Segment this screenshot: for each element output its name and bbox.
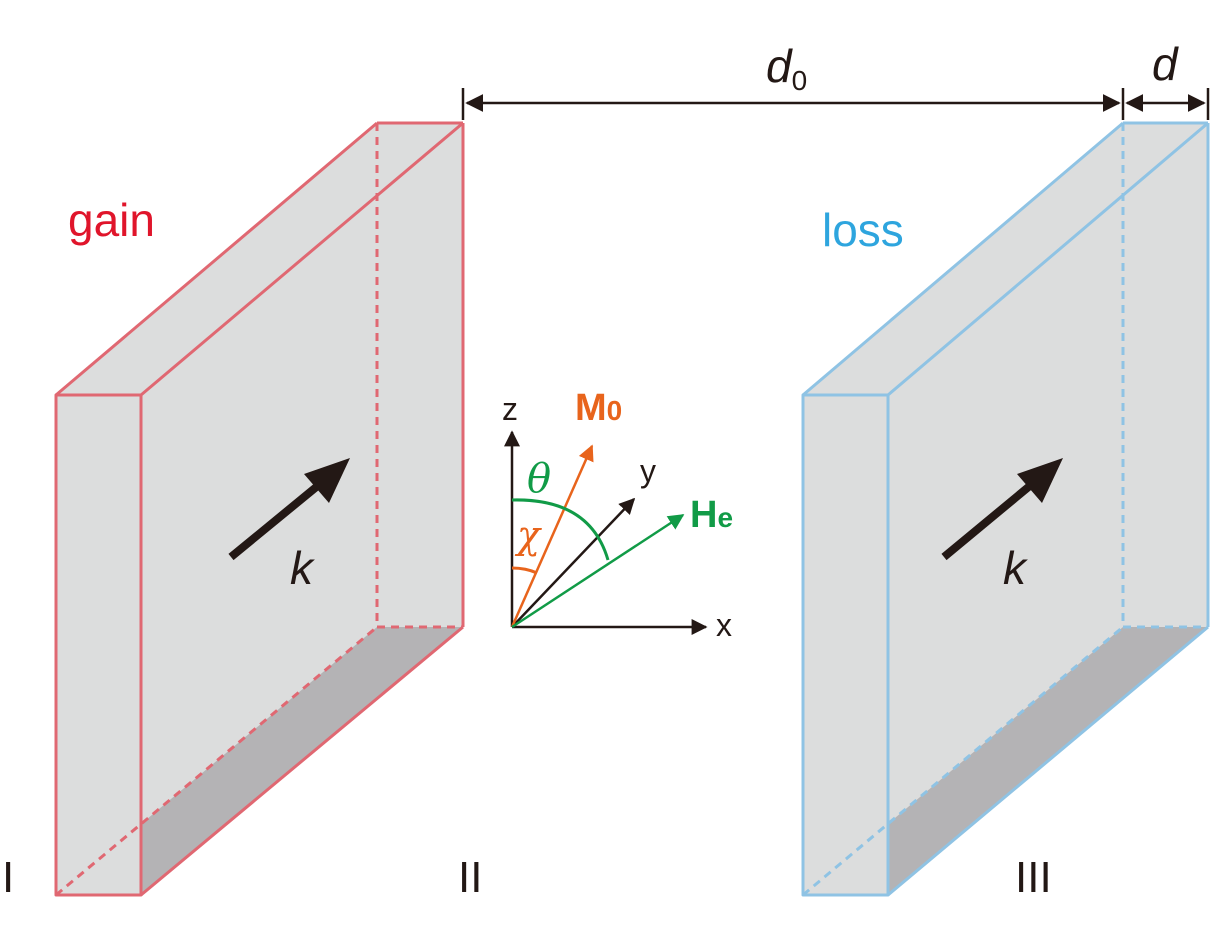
loss-slab-front-face (803, 395, 888, 895)
k-label-left: k (290, 542, 315, 594)
region-3-label: III (1015, 853, 1052, 902)
loss-label: loss (822, 204, 904, 256)
theta-label: θ (527, 456, 551, 502)
y-axis-label: y (640, 453, 656, 489)
k-arrow-right-head (1017, 458, 1063, 503)
region-1-label: I (2, 853, 14, 902)
x-axis-label: x (716, 607, 732, 643)
loss-slab (801, 121, 1210, 897)
z-axis-label: z (502, 391, 518, 427)
gain-slab-top-face (56, 123, 463, 395)
region-2-label: II (458, 853, 482, 902)
y-axis (511, 497, 636, 628)
chi-label: χ (514, 513, 542, 557)
d0-label: d0 (766, 40, 807, 96)
m0-label: M0 (575, 387, 622, 429)
gain-slab-side-face (141, 123, 463, 895)
loss-slab-side-face (888, 123, 1208, 895)
theta-arc (511, 498, 610, 561)
he-vector (511, 513, 685, 629)
d0-dimension (461, 88, 1210, 120)
gain-slab (54, 121, 465, 897)
he-label: He (690, 494, 733, 536)
gain-slab-bottom-face (56, 627, 463, 895)
loss-slab-bottom-face (803, 627, 1208, 895)
gain-label: gain (68, 194, 155, 246)
gain-slab-front-face (56, 395, 141, 895)
m0-vector (510, 444, 594, 628)
loss-slab-top-face (803, 123, 1208, 395)
k-arrow-left-head (304, 458, 350, 503)
d-label: d (1152, 38, 1179, 90)
k-label-right: k (1003, 542, 1028, 594)
coordinate-axes (504, 430, 708, 635)
chi-arc (511, 566, 538, 575)
